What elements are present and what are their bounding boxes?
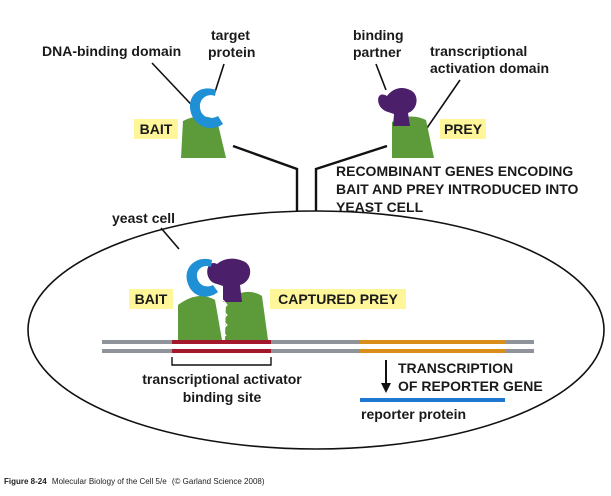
bait-protein-top bbox=[181, 88, 226, 158]
bound-target-protein bbox=[186, 258, 218, 297]
activation-domain-label-line2: activation domain bbox=[430, 60, 549, 76]
figure-caption: Figure 8-24 Molecular Biology of the Cel… bbox=[4, 477, 265, 486]
target-protein-shape bbox=[189, 88, 223, 129]
bound-binding-partner bbox=[207, 258, 251, 302]
leader-line-target bbox=[214, 63, 225, 93]
reporter-protein-label: reporter protein bbox=[361, 406, 466, 422]
bait-tag-bottom bbox=[129, 289, 173, 309]
activation-domain-shape bbox=[392, 116, 434, 158]
target-protein-label-line2: protein bbox=[208, 44, 255, 60]
captured-prey-label: CAPTURED PREY bbox=[278, 291, 398, 307]
bait-dna-binding-domain bbox=[178, 296, 222, 340]
dna-strand-upper bbox=[102, 340, 534, 344]
prey-tag-top bbox=[440, 119, 486, 139]
binding-partner-label-line1: binding bbox=[353, 27, 404, 43]
binding-partner-shape bbox=[378, 88, 417, 126]
dna-strand-lower bbox=[102, 349, 534, 353]
bait-tag-top bbox=[134, 119, 178, 139]
binding-site-label-line1: transcriptional activator bbox=[142, 371, 302, 387]
recombinant-label-line2: BAIT AND PREY INTRODUCED INTO bbox=[336, 181, 579, 197]
dna-double-strand bbox=[102, 340, 534, 353]
captured-prey-tag bbox=[270, 289, 406, 309]
reporter-protein-bar bbox=[360, 398, 505, 402]
bait-label-bottom: BAIT bbox=[135, 291, 168, 307]
target-protein-label-line1: target bbox=[211, 27, 250, 43]
leader-line-activation bbox=[426, 79, 461, 129]
bound-interface-stitch bbox=[221, 299, 228, 337]
caption-credit: (© Garland Science 2008) bbox=[172, 477, 265, 486]
activation-domain-label-line1: transcriptional bbox=[430, 43, 527, 59]
binding-partner-label-line2: partner bbox=[353, 44, 402, 60]
binding-site-lower bbox=[172, 349, 271, 353]
prey-protein-top bbox=[378, 88, 434, 158]
leader-line-yeast-cell bbox=[160, 227, 180, 250]
recombinant-label-line3: YEAST CELL bbox=[336, 199, 424, 215]
reporter-gene-lower bbox=[360, 349, 506, 353]
dna-binding-domain-label: DNA-binding domain bbox=[42, 43, 181, 59]
transcription-label-line1: TRANSCRIPTION bbox=[398, 360, 513, 376]
binding-site-label-line2: binding site bbox=[183, 389, 262, 405]
bait-label-top: BAIT bbox=[140, 121, 173, 137]
prey-activation-domain bbox=[225, 291, 268, 340]
yeast-cell-label: yeast cell bbox=[112, 210, 175, 226]
transcription-label-line2: OF REPORTER GENE bbox=[398, 378, 543, 394]
caption-figure-number: Figure 8-24 bbox=[4, 477, 47, 486]
leader-line-partner bbox=[375, 63, 387, 91]
prey-label-top: PREY bbox=[444, 121, 483, 137]
reporter-gene-upper bbox=[360, 340, 506, 344]
binding-site-bracket bbox=[171, 357, 272, 366]
yeast-cell-outline bbox=[27, 210, 605, 450]
bait-prey-complex bbox=[178, 258, 268, 340]
binding-site-upper bbox=[172, 340, 271, 344]
caption-book-title: Molecular Biology of the Cell 5/e bbox=[52, 477, 167, 486]
recombinant-label-line1: RECOMBINANT GENES ENCODING bbox=[336, 163, 573, 179]
